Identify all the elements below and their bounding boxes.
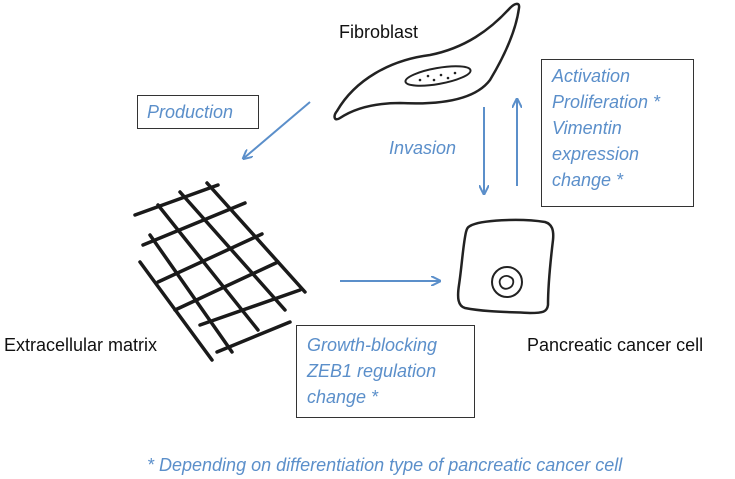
production-box: Production [137, 95, 259, 129]
extracellular-matrix-label: Extracellular matrix [4, 335, 158, 355]
invasion-label: Invasion [389, 138, 457, 158]
pancreatic-cancer-cell-shape [456, 218, 555, 315]
cancer-effect-line-1: Growth-blocking [307, 335, 438, 355]
extracellular-matrix-grid [133, 181, 307, 362]
effect-line-5: change * [552, 170, 624, 190]
production-arrow [244, 101, 311, 158]
cancer-effect-line-2: ZEB1 regulation [307, 361, 437, 381]
fibroblast-shape [333, 2, 521, 121]
cancer-effect-line-3: change * [307, 387, 379, 407]
effect-line-2: Proliferation * [552, 92, 661, 112]
fibroblast-nucleus-dots [418, 71, 457, 82]
cancer-cell-nucleolus [498, 275, 515, 290]
pancreatic-cancer-cell-label: Pancreatic cancer cell [527, 335, 704, 355]
effect-line-4: expression [552, 144, 640, 164]
fibroblast-effects-box: Activation Proliferation * Vimentin expr… [541, 59, 694, 207]
production-label: Production [147, 102, 234, 122]
fibroblast-nucleus [404, 65, 472, 87]
effect-line-1: Activation [552, 66, 631, 86]
footnote: * Depending on differentiation type of p… [147, 455, 623, 475]
cancer-cell-effects-box: Growth-blocking ZEB1 regulation change * [296, 325, 475, 418]
fibroblast-label: Fibroblast [339, 22, 419, 42]
cancer-cell-nucleus [491, 266, 523, 298]
effect-line-3: Vimentin [552, 118, 622, 138]
